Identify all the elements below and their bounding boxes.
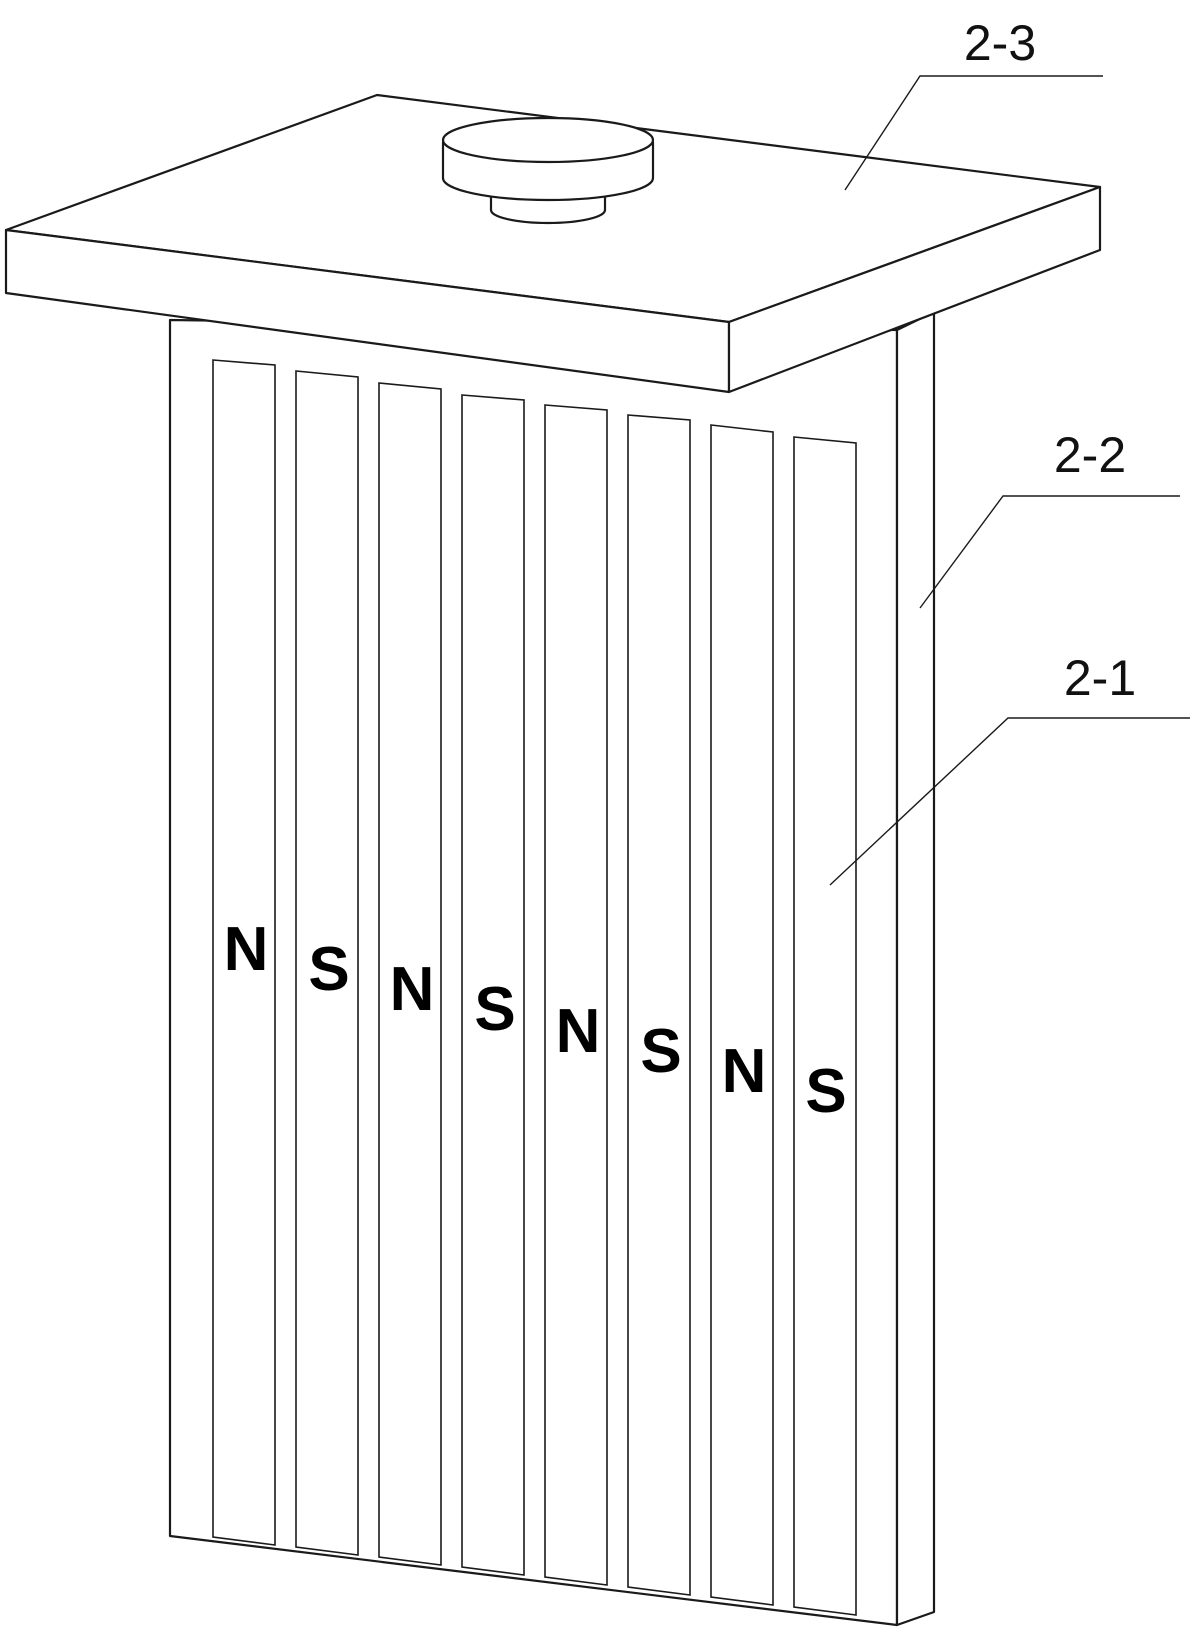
knob-cap-top: [441, 116, 655, 164]
lid-side-face: [727, 185, 1102, 394]
magnet-strip: [378, 382, 442, 1566]
pole-label: N: [390, 955, 435, 1024]
callout-label-magnet: 2-1: [1064, 650, 1136, 706]
pole-label: S: [805, 1057, 846, 1126]
lid-knob: [441, 116, 655, 225]
magnet-strip: [461, 394, 525, 1576]
callout-frame: 2-2: [919, 427, 1180, 609]
pole-labels: N S N S N S N S: [224, 915, 847, 1126]
frame-front-face: [168, 318, 899, 1627]
callout-lid: 2-3: [844, 15, 1103, 191]
pole-label: N: [224, 915, 269, 984]
magnet-strip-group: [212, 359, 857, 1616]
pole-label: S: [640, 1017, 681, 1086]
frame-body: [168, 310, 936, 1627]
magnet-strip: [544, 404, 608, 1586]
leader-line-lid: [844, 75, 1103, 191]
frame-side-face: [895, 310, 936, 1627]
leader-line-magnet: [829, 717, 1190, 886]
pole-label: N: [556, 997, 601, 1066]
magnet-strip: [295, 370, 359, 1556]
pole-label: S: [308, 935, 349, 1004]
leader-line-frame: [919, 495, 1180, 609]
callout-label-lid: 2-3: [964, 15, 1036, 71]
callout-magnet: 2-1: [829, 650, 1190, 886]
magnet-strip: [710, 424, 774, 1606]
magnet-strip: [212, 359, 276, 1546]
magnet-strip: [793, 436, 857, 1616]
pole-label: S: [474, 975, 515, 1044]
pole-label: N: [722, 1037, 767, 1106]
callout-label-frame: 2-2: [1054, 427, 1126, 483]
magnet-strip: [627, 414, 691, 1596]
